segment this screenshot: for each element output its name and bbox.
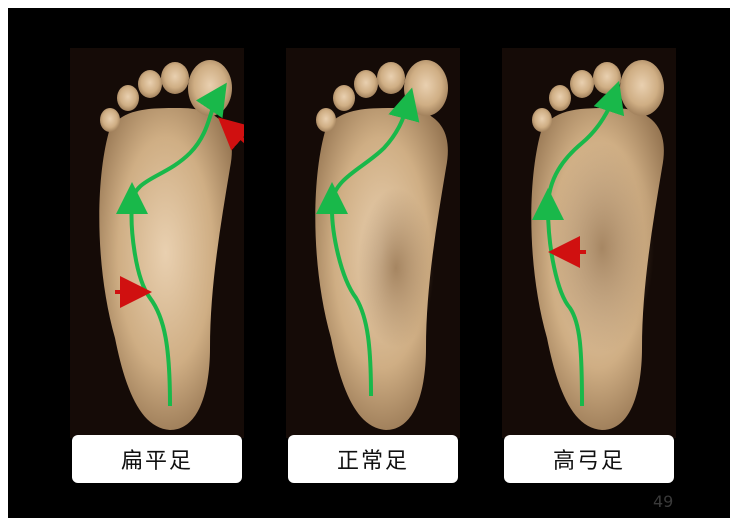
label-high-arch-foot: 高弓足 xyxy=(504,435,674,483)
red-arrow-top xyxy=(230,128,244,144)
high-arch-foot-image xyxy=(502,48,676,438)
label-flat-foot: 扁平足 xyxy=(72,435,242,483)
flat-foot-image xyxy=(70,48,244,438)
page-number: 49 xyxy=(653,492,673,511)
normal-foot-image xyxy=(286,48,460,438)
label-normal-foot: 正常足 xyxy=(288,435,458,483)
slide: 扁平足 正常足 高弓足 49 xyxy=(8,8,730,518)
